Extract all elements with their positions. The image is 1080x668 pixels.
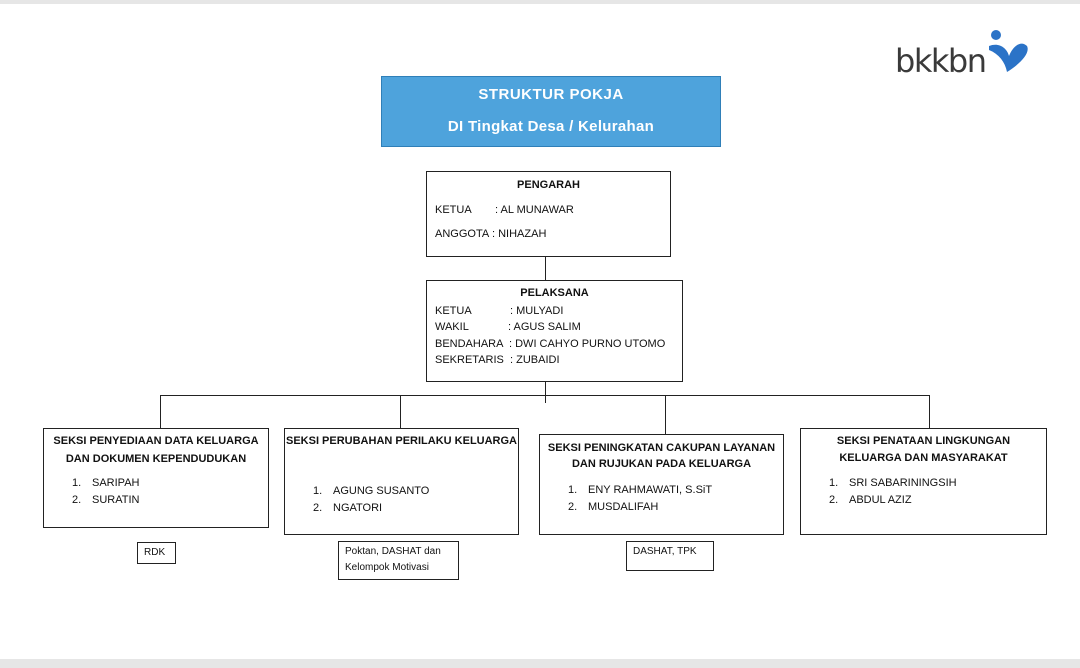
seksi-title-line-2: DAN RUJUKAN PADA KELUARGA	[571, 458, 752, 470]
chart-title-box: STRUKTUR POKJA DI Tingkat Desa / Kelurah…	[381, 76, 721, 147]
member-name: ENY RAHMAWATI, S.SiT	[588, 484, 713, 496]
seksi-2-note: Poktan, DASHAT dan Kelompok Motivasi	[338, 541, 459, 580]
pengarah-box: PENGARAH KETUA : AL MUNAWAR ANGGOTA : NI…	[426, 171, 671, 257]
pelaksana-sekretaris-row: SEKRETARIS : ZUBAIDI	[435, 354, 560, 366]
pengarah-title: PENGARAH	[517, 179, 580, 191]
member-list: 1.SARIPAH 2.SURATIN	[72, 475, 139, 509]
list-item: 1.ENY RAHMAWATI, S.SiT	[568, 484, 713, 496]
seksi-title-line-1: SEKSI PENATAAN LINGKUNGAN	[836, 435, 1011, 447]
seksi-perubahan-perilaku-box: SEKSI PERUBAHAN PERILAKU KELUARGA 1.AGUN…	[284, 428, 519, 535]
title-line-1: STRUKTUR POKJA	[478, 86, 624, 103]
member-list: 1.AGUNG SUSANTO 2.NGATORI	[313, 483, 429, 517]
seksi-1-note: RDK	[137, 542, 176, 564]
row-value: : ZUBAIDI	[510, 354, 560, 366]
row-value: : AL MUNAWAR	[495, 204, 574, 216]
row-label: BENDAHARA	[435, 338, 504, 350]
member-list: 1.ENY RAHMAWATI, S.SiT 2.MUSDALIFAH	[568, 482, 712, 516]
seksi-penataan-lingkungan-box: SEKSI PENATAAN LINGKUNGAN KELUARGA DAN M…	[800, 428, 1047, 535]
connector-seksi-2	[400, 395, 401, 429]
list-item: 1.SARIPAH	[72, 477, 140, 489]
seksi-title-line-1: SEKSI PERUBAHAN PERILAKU KELUARGA	[285, 435, 518, 447]
bkkbn-logo: bkkbn	[893, 28, 1033, 84]
pelaksana-ketua-row: KETUA : MULYADI	[435, 305, 563, 317]
member-name: NGATORI	[333, 502, 383, 514]
row-label: ANGGOTA	[435, 228, 490, 240]
seksi-penyediaan-data-box: SEKSI PENYEDIAAN DATA KELUARGA DAN DOKUM…	[43, 428, 269, 528]
seksi-title-line-2: DAN DOKUMEN KEPENDUDUKAN	[65, 453, 247, 465]
row-label: KETUA	[435, 305, 472, 317]
seksi-title-line-1: SEKSI PENYEDIAAN DATA KELUARGA	[53, 435, 259, 447]
row-label: SEKRETARIS	[435, 354, 504, 366]
connector-pengarah-pelaksana	[545, 256, 546, 281]
list-item: 1.SRI SABARININGSIH	[829, 477, 957, 489]
row-label: KETUA	[435, 204, 472, 216]
connector-seksi-3	[665, 395, 666, 435]
title-line-2: DI Tingkat Desa / Kelurahan	[447, 118, 655, 135]
pengarah-anggota-row: ANGGOTA : NIHAZAH	[435, 228, 546, 240]
connector-horizontal-bus	[160, 395, 930, 396]
member-name: ABDUL AZIZ	[849, 494, 912, 506]
list-item: 1.AGUNG SUSANTO	[313, 485, 430, 497]
row-value: : DWI CAHYO PURNO UTOMO	[509, 338, 666, 350]
pelaksana-title: PELAKSANA	[520, 287, 589, 299]
seksi-title-line-2: KELUARGA DAN MASYARAKAT	[839, 452, 1008, 464]
list-item: 2.SURATIN	[72, 494, 140, 506]
pengarah-ketua-row: KETUA : AL MUNAWAR	[435, 204, 574, 216]
connector-seksi-1	[160, 395, 161, 429]
note-text: DASHAT, TPK	[633, 546, 697, 557]
bottom-border	[0, 659, 1080, 668]
pelaksana-box: PELAKSANA KETUA : MULYADI WAKIL : AGUS S…	[426, 280, 683, 382]
note-text-line-1: Poktan, DASHAT dan	[345, 546, 441, 557]
logo-mark-icon	[989, 30, 1028, 72]
member-name: MUSDALIFAH	[588, 501, 659, 513]
member-name: AGUNG SUSANTO	[333, 485, 430, 497]
top-border	[0, 0, 1080, 4]
member-name: SURATIN	[92, 494, 140, 506]
member-name: SARIPAH	[92, 477, 140, 489]
list-item: 2.NGATORI	[313, 502, 383, 514]
list-item: 2.ABDUL AZIZ	[829, 494, 912, 506]
seksi-title-line-1: SEKSI PENINGKATAN CAKUPAN LAYANAN	[547, 442, 776, 454]
row-value: : AGUS SALIM	[508, 321, 581, 333]
pelaksana-bendahara-row: BENDAHARA : DWI CAHYO PURNO UTOMO	[435, 338, 665, 350]
row-value: : MULYADI	[510, 305, 564, 317]
seksi-peningkatan-cakupan-box: SEKSI PENINGKATAN CAKUPAN LAYANAN DAN RU…	[539, 434, 784, 535]
note-text-line-2: Kelompok Motivasi	[345, 562, 429, 573]
seksi-3-note: DASHAT, TPK	[626, 541, 714, 571]
row-value: : NIHAZAH	[492, 228, 547, 240]
pelaksana-wakil-row: WAKIL : AGUS SALIM	[435, 321, 581, 333]
member-list: 1.SRI SABARININGSIH 2.ABDUL AZIZ	[829, 475, 957, 509]
logo-text: bkkbn	[895, 42, 987, 80]
connector-seksi-4	[929, 395, 930, 429]
note-text: RDK	[144, 547, 166, 558]
list-item: 2.MUSDALIFAH	[568, 501, 659, 513]
row-label: WAKIL	[435, 321, 469, 333]
member-name: SRI SABARININGSIH	[849, 477, 957, 489]
connector-pelaksana-bus	[545, 381, 546, 403]
